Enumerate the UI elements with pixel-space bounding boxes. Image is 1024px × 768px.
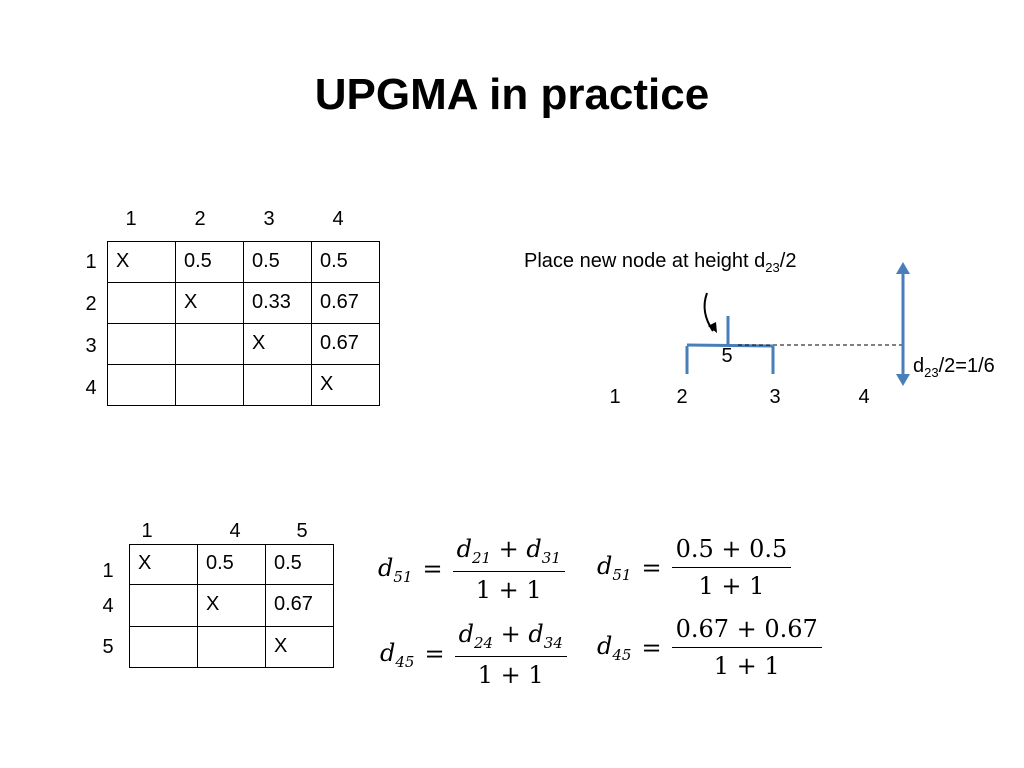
- equation-lhs: d45: [597, 631, 632, 664]
- tip-label: 1: [609, 386, 621, 408]
- table-row: X 0.67: [107, 323, 380, 365]
- matrix-cell: 0.5: [197, 544, 266, 585]
- fraction-denominator: 1 + 1: [698, 572, 765, 600]
- matrix-cell: X: [311, 364, 380, 406]
- matrix1-col-header: 1: [125, 208, 137, 230]
- equals-sign: =: [641, 633, 662, 662]
- slide-title: UPGMA in practice: [314, 70, 710, 119]
- equals-sign: =: [422, 555, 443, 584]
- matrix-cell: [107, 323, 176, 365]
- matrix1-row-header: 1: [85, 251, 97, 273]
- height-arrowhead-bottom: [896, 374, 910, 386]
- fraction: d24 + d34 1 + 1: [454, 620, 567, 689]
- matrix2-row-header: 4: [102, 595, 114, 617]
- matrix2-col-header: 1: [141, 520, 153, 542]
- matrix-cell: 0.67: [311, 323, 380, 365]
- matrix1-row-header: 4: [85, 377, 97, 399]
- matrix2-col-header: 5: [296, 520, 308, 542]
- equation-d51-formula: d51 = d21 + d31 1 + 1: [378, 535, 565, 604]
- fraction-numerator: 0.5 + 0.5: [671, 535, 792, 568]
- tip-label: 3: [769, 386, 781, 408]
- equals-sign: =: [641, 553, 662, 582]
- distance-matrix-1: X 0.5 0.5 0.5 X 0.33 0.67 X 0.67 X: [107, 241, 380, 406]
- fraction-denominator: 1 + 1: [713, 652, 780, 680]
- equation-lhs: d51: [597, 551, 632, 584]
- matrix-cell: [129, 626, 198, 668]
- matrix1-row-header: 2: [85, 293, 97, 315]
- fraction: 0.5 + 0.5 1 + 1: [671, 535, 792, 600]
- height-label: d23/2=1/6: [913, 355, 995, 380]
- matrix2-col-header: 4: [229, 520, 241, 542]
- equation-d45-formula: d45 = d24 + d34 1 + 1: [380, 620, 567, 689]
- matrix-cell: X: [265, 626, 334, 668]
- equation-lhs: d45: [380, 638, 415, 671]
- matrix-cell: 0.67: [265, 584, 334, 627]
- tip-label: 4: [858, 386, 870, 408]
- table-row: X: [107, 364, 380, 406]
- height-arrowhead-top: [896, 262, 910, 274]
- matrix-cell: X: [197, 584, 266, 627]
- matrix-cell: [243, 364, 312, 406]
- equals-sign: =: [424, 640, 445, 669]
- tree-branches: [685, 316, 775, 374]
- equation-d45-values: d45 = 0.67 + 0.67 1 + 1: [597, 615, 822, 680]
- matrix1-col-header: 4: [332, 208, 344, 230]
- matrix-cell: [175, 364, 244, 406]
- pointer-arrowhead: [708, 322, 717, 333]
- matrix-cell: [129, 584, 198, 627]
- fraction: 0.67 + 0.67 1 + 1: [671, 615, 822, 680]
- matrix-cell: 0.5: [265, 544, 334, 585]
- matrix-cell: X: [129, 544, 198, 585]
- fraction-numerator: 0.67 + 0.67: [671, 615, 822, 648]
- equation-lhs: d51: [378, 553, 413, 586]
- matrix2-row-header: 1: [102, 560, 114, 582]
- distance-matrix-2: X 0.5 0.5 X 0.67 X: [129, 544, 334, 668]
- fraction: d21 + d31 1 + 1: [452, 535, 565, 604]
- equation-d51-values: d51 = 0.5 + 0.5 1 + 1: [597, 535, 792, 600]
- fraction-numerator: d24 + d34: [454, 620, 567, 657]
- matrix-cell: X: [175, 282, 244, 324]
- branch-node-5-horizontal: [686, 343, 774, 348]
- tree-caption: Place new node at height d23/2: [524, 250, 797, 275]
- matrix1-col-header: 3: [263, 208, 275, 230]
- matrix-cell: [197, 626, 266, 668]
- fraction-numerator: d21 + d31: [452, 535, 565, 572]
- matrix2-row-header: 5: [102, 636, 114, 658]
- table-row: X 0.5 0.5: [129, 544, 334, 585]
- table-row: X: [129, 626, 334, 668]
- matrix-cell: [175, 323, 244, 365]
- node-5-label: 5: [721, 345, 733, 367]
- matrix-cell: [107, 364, 176, 406]
- matrix-cell: X: [107, 241, 176, 283]
- fraction-denominator: 1 + 1: [475, 575, 542, 604]
- matrix1-row-header: 3: [85, 335, 97, 357]
- tip-label: 2: [676, 386, 688, 408]
- table-row: X 0.67: [129, 584, 334, 627]
- fraction-denominator: 1 + 1: [477, 660, 544, 689]
- matrix1-col-header: 2: [194, 208, 206, 230]
